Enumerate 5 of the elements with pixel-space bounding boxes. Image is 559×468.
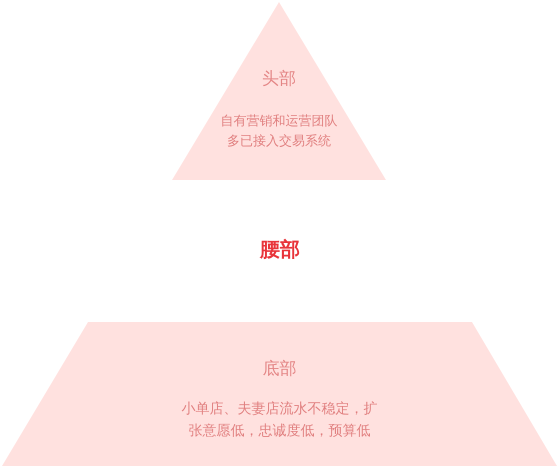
tier-heading: 腰部 — [260, 236, 300, 262]
tier-description: 小单店、夫妻店流水不稳定，扩张意愿低，忠诚度低，预算低 — [182, 400, 378, 441]
tier-heading: 头部 — [262, 68, 296, 90]
tier-description: 自有营销和运营团队多已接入交易系统 — [220, 113, 338, 151]
tier-heading: 底部 — [262, 358, 296, 380]
